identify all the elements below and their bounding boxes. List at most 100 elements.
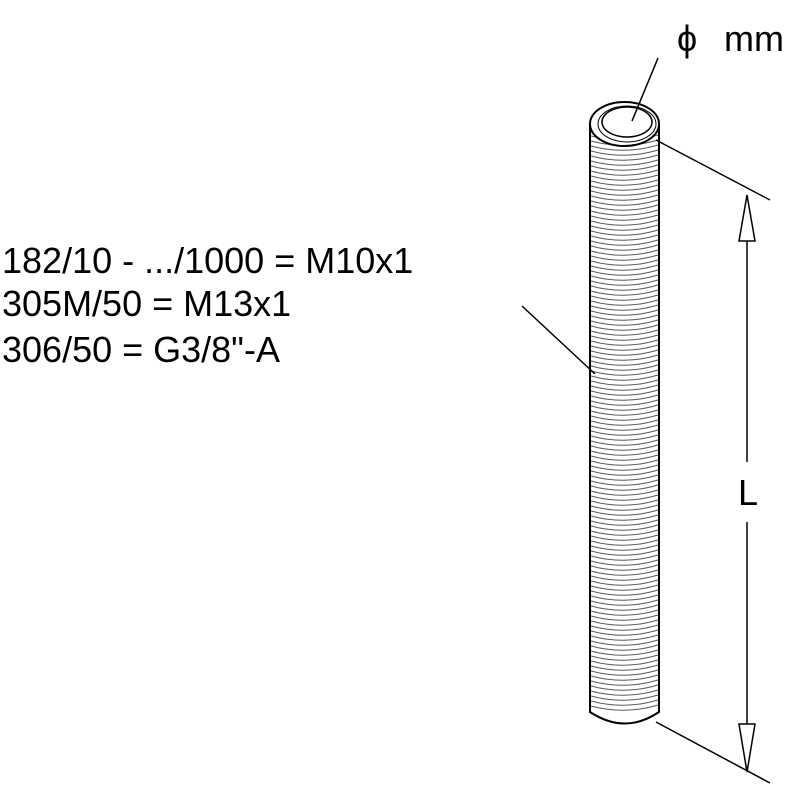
spec-line-3: 306/50 = G3/8"-A <box>2 329 280 370</box>
spec-line-1: 182/10 - .../1000 = M10x1 <box>2 240 413 281</box>
thread-line <box>590 189 659 196</box>
thread-line <box>590 574 659 581</box>
thread-line <box>590 149 659 156</box>
thread-line <box>590 349 659 356</box>
thread-lines <box>590 134 659 711</box>
thread-line <box>590 639 659 646</box>
thread-line <box>590 569 659 576</box>
thread-line <box>590 699 659 706</box>
thread-line <box>590 564 659 571</box>
thread-line <box>590 674 659 681</box>
thread-line <box>590 644 659 651</box>
thread-line <box>590 659 659 666</box>
thread-line <box>590 159 659 166</box>
thread-line <box>590 404 659 411</box>
thread-line <box>590 344 659 351</box>
thread-line <box>590 454 659 461</box>
thread-line <box>590 184 659 191</box>
thread-line <box>590 144 659 151</box>
thread-line <box>590 554 659 561</box>
thread-line <box>590 414 659 421</box>
thread-line <box>590 519 659 526</box>
thread-line <box>590 249 659 256</box>
threaded-rod <box>589 101 660 725</box>
thread-line <box>590 629 659 636</box>
thread-line <box>590 199 659 206</box>
thread-line <box>590 339 659 346</box>
thread-line <box>590 544 659 551</box>
thread-line <box>590 389 659 396</box>
thread-line <box>590 549 659 556</box>
thread-line <box>590 619 659 626</box>
thread-line <box>590 209 659 216</box>
thread-line <box>590 359 659 366</box>
thread-line <box>590 154 659 161</box>
thread-line <box>590 424 659 431</box>
thread-line <box>590 694 659 701</box>
thread-line <box>590 279 659 286</box>
thread-line <box>590 244 659 251</box>
thread-line <box>590 479 659 486</box>
thread-line <box>590 329 659 336</box>
thread-line <box>590 269 659 276</box>
thread-line <box>590 539 659 546</box>
diameter-unit: mm <box>724 18 784 59</box>
thread-line <box>590 509 659 516</box>
thread-line <box>590 399 659 406</box>
thread-line <box>590 214 659 221</box>
thread-line <box>590 484 659 491</box>
thread-line <box>590 334 659 341</box>
thread-line <box>590 304 659 311</box>
thread-line <box>590 649 659 656</box>
thread-line <box>590 669 659 676</box>
rod-top-inner-bore-rim <box>597 105 657 143</box>
thread-line <box>590 439 659 446</box>
thread-line <box>590 314 659 321</box>
thread-line <box>590 529 659 536</box>
thread-line <box>590 449 659 456</box>
thread-line <box>590 504 659 511</box>
thread-line <box>590 489 659 496</box>
thread-line <box>590 494 659 501</box>
thread-line <box>590 584 659 591</box>
thread-line <box>590 224 659 231</box>
thread-line <box>590 289 659 296</box>
thread-line <box>590 194 659 201</box>
thread-line <box>590 684 659 691</box>
thread-line <box>590 419 659 426</box>
thread-line <box>590 579 659 586</box>
length-arrowhead-top <box>738 194 756 242</box>
thread-line <box>590 274 659 281</box>
thread-line <box>590 369 659 376</box>
thread-line <box>590 604 659 611</box>
thread-line <box>590 409 659 416</box>
length-label: L <box>738 472 758 513</box>
thread-line <box>590 499 659 506</box>
thread-line <box>590 444 659 451</box>
thread-line <box>590 379 659 386</box>
diameter-leader-line <box>631 57 659 122</box>
thread-line <box>590 239 659 246</box>
thread-line <box>590 589 659 596</box>
thread-line <box>590 394 659 401</box>
thread-line <box>590 204 659 211</box>
thread-line <box>590 704 659 711</box>
thread-line <box>590 624 659 631</box>
length-arrowhead-bottom <box>738 723 756 773</box>
thread-line <box>590 654 659 661</box>
thread-line <box>590 259 659 266</box>
thread-line <box>590 534 659 541</box>
thread-line <box>590 169 659 176</box>
thread-line <box>590 294 659 301</box>
thread-line <box>590 524 659 531</box>
thread-line <box>590 234 659 241</box>
thread-line <box>590 459 659 466</box>
thread-line <box>590 219 659 226</box>
thread-line <box>590 319 659 326</box>
thread-line <box>590 599 659 606</box>
thread-line <box>590 434 659 441</box>
thread-line <box>590 384 659 391</box>
thread-line <box>590 179 659 186</box>
thread-line <box>590 324 659 331</box>
